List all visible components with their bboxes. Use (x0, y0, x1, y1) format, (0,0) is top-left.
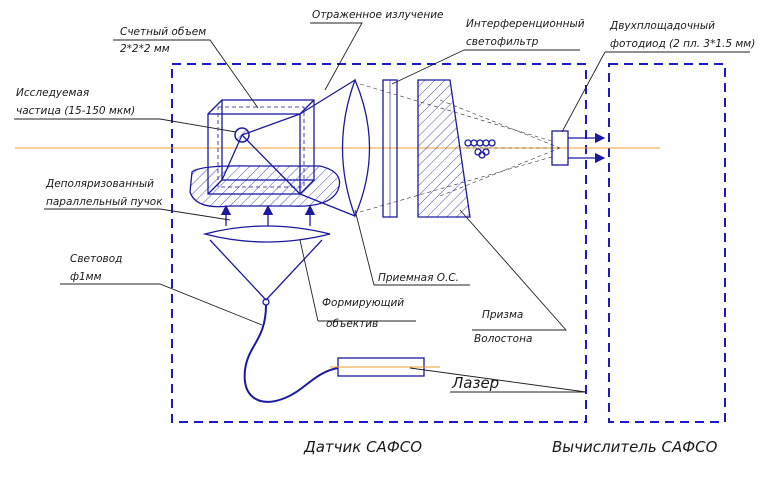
particle-icon (234, 127, 250, 143)
leader-photodiode (561, 51, 606, 133)
label-particle-size: частица (15-150 мкм) (16, 105, 135, 117)
leader-forming (299, 239, 319, 322)
label-computer-caption: Вычислитель САФСО (552, 438, 718, 456)
leader-counting-volume (113, 39, 259, 109)
sensor-enclosure (171, 63, 587, 423)
label-photodiode: Двухплощадочный (609, 20, 715, 32)
computer-enclosure (608, 63, 726, 423)
light-guide-fiber (243, 304, 339, 403)
label-laser: Лазер (451, 374, 499, 392)
label-reflected-radiation: Отраженное излучение (312, 9, 444, 21)
leader-particle (14, 118, 237, 133)
photodiode-icon (551, 130, 606, 166)
label-parallel-beam: параллельный пучок (46, 196, 163, 208)
leader-depolarized (44, 208, 231, 221)
forming-lens (202, 225, 331, 243)
label-light-guide: Световод (70, 253, 122, 265)
label-sensor-caption: Датчик САФСО (303, 438, 422, 456)
label-lens: объектив (326, 318, 378, 330)
wollaston-prism (417, 79, 471, 218)
label-forming: Формирующий (322, 297, 404, 309)
label-receiving-optics: Приемная О.С. (378, 272, 459, 284)
leader-filter (391, 49, 465, 85)
forming-cone-right (265, 239, 323, 301)
forming-cone-left (209, 239, 267, 301)
label-wollaston: Волостона (474, 333, 532, 345)
receiving-cone-bottom (299, 193, 356, 217)
label-interference: Интерференционный (466, 18, 585, 30)
receiving-lens (341, 78, 371, 218)
leader-laser (409, 367, 587, 393)
leader-receiving (354, 209, 375, 286)
label-particle: Исследуемая (16, 87, 89, 99)
depolarized-beam-region (189, 165, 341, 208)
label-counting-volume: Счетный объем (120, 26, 206, 38)
leader-prism (459, 209, 567, 331)
label-depolarized: Деполяризованный (45, 178, 154, 190)
label-counting-volume-size: 2*2*2 мм (120, 43, 170, 55)
label-prism: Призма (482, 309, 523, 321)
label-photodiode-spec: фотодиод (2 пл. 3*1.5 мм) (610, 38, 755, 50)
receiving-cone-top (299, 79, 356, 115)
leader-light-guide (60, 283, 263, 326)
label-diameter: ф1мм (70, 271, 102, 283)
split-beam-coils (464, 139, 496, 159)
leader-reflected (310, 22, 363, 91)
label-light-filter: светофильтр (466, 36, 539, 48)
